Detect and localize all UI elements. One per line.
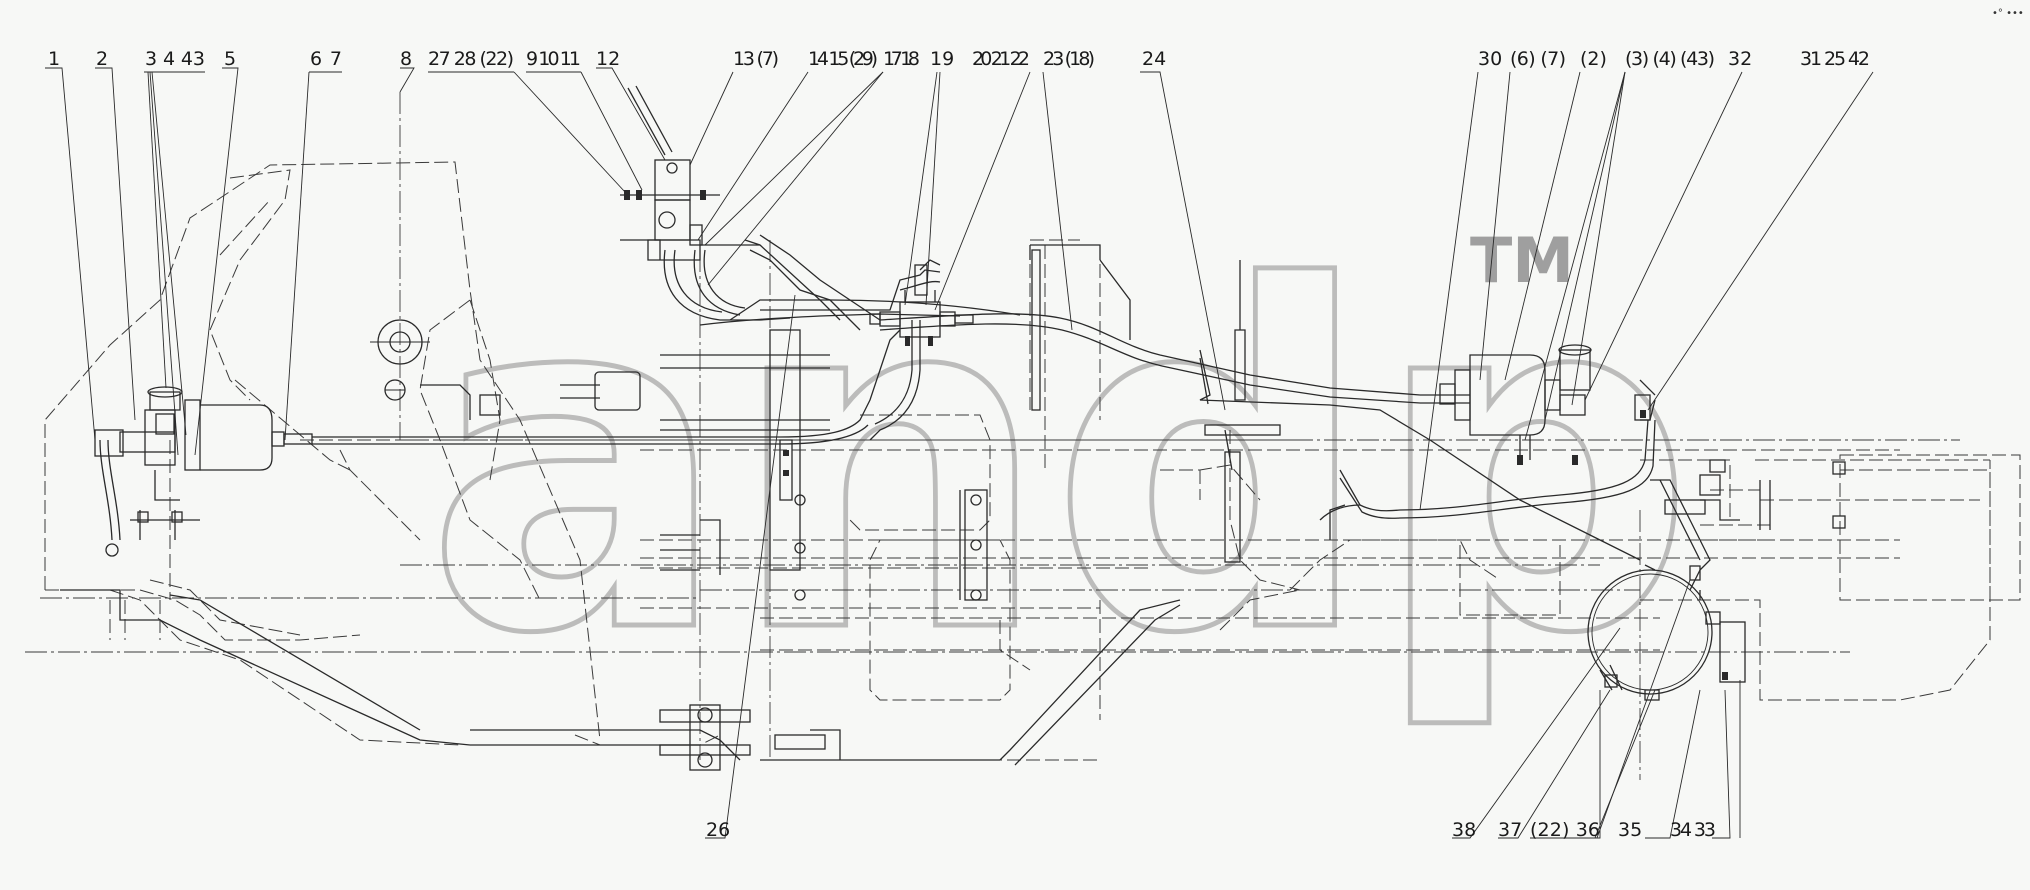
frame-diagonals: [60, 234, 1181, 766]
callout-24: 24: [1142, 48, 1166, 70]
callout-32: 32: [1728, 48, 1752, 70]
valve-12: [620, 85, 720, 261]
callout-34-33: 34 33: [1670, 819, 1716, 841]
chassis-frame: [300, 245, 2021, 761]
callout-leaders-bottom: [705, 294, 1741, 839]
callout-1: 1: [48, 48, 60, 70]
callout-6-7: 6 7: [310, 48, 342, 70]
callout-23-18: 23 (18): [1043, 48, 1095, 70]
callout-31-25-42: 31 25 42: [1800, 48, 1870, 70]
callout-14-15-29: 14 15 (29): [808, 48, 878, 70]
callout-30: 30: [1478, 48, 1502, 70]
callout-2-paren: (2): [1580, 48, 1607, 70]
upper-rails: [620, 239, 1131, 411]
callout-8: 8: [400, 48, 412, 70]
callout-20-21-22: 20 21 22: [972, 48, 1030, 70]
callout-35: 35: [1618, 819, 1642, 841]
callout-38: 38: [1452, 819, 1476, 841]
callout-12: 12: [596, 48, 620, 70]
callout-6-7-paren: (6) (7): [1510, 48, 1566, 70]
callout-3-4-43: 3 4 43: [145, 48, 205, 70]
callout-17-18: 17 18: [883, 48, 920, 70]
bracket-8: [1204, 260, 1281, 563]
callout-leaders-top: [45, 67, 1874, 511]
callout-19: 19: [930, 48, 954, 70]
callout-26: 26: [706, 819, 730, 841]
left-features: [370, 319, 641, 420]
cab-outline: [44, 161, 721, 746]
callout-13-7: 13 (7): [733, 48, 779, 70]
callout-3-4-43-paren: (3) (4) (43): [1625, 48, 1715, 70]
frame-brackets-center: [659, 329, 988, 771]
brake-lines: [430, 249, 1656, 561]
watermark-tm: TM: [1470, 224, 1574, 297]
callout-labels: 1 2 3 4 43 5 6 7 8 27 28 (22) 9 10 11 12…: [48, 48, 1870, 841]
valve-19-22: [869, 259, 974, 346]
callout-22-36: (22) 36: [1530, 819, 1600, 841]
callout-27-28-22: 27 28 (22): [428, 48, 514, 70]
callout-9-10-11: 9 10 11: [526, 48, 581, 70]
callout-2: 2: [96, 48, 108, 70]
callout-37: 37: [1498, 819, 1522, 841]
watermark-text: andp: [425, 189, 1695, 736]
right-tank: [1650, 459, 1846, 571]
master-cylinder-group: [94, 386, 430, 557]
watermark: andp TM: [423, 187, 1698, 739]
callout-5: 5: [224, 48, 236, 70]
corner-mark: •° •••: [1992, 8, 2024, 19]
